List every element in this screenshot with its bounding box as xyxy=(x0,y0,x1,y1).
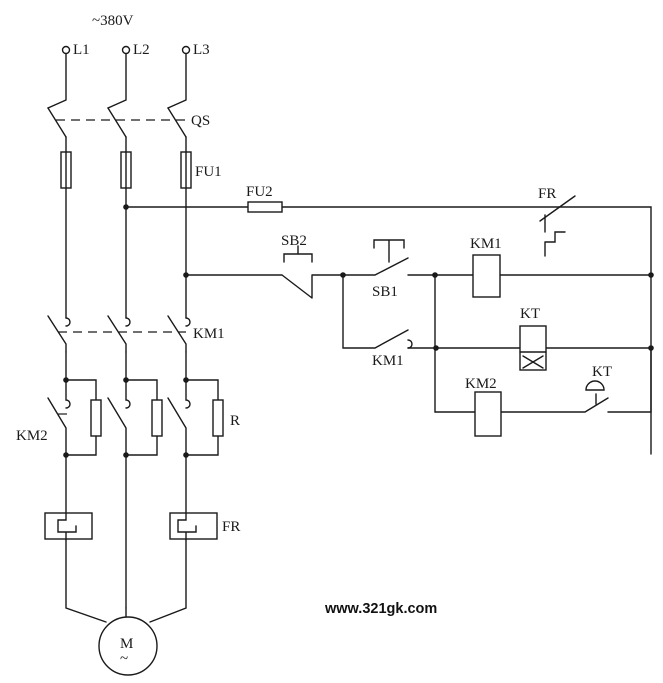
km1-main-contacts: KM1 xyxy=(47,315,225,353)
terminal-l2: L2 xyxy=(121,42,150,58)
fu1-fuses: FU1 xyxy=(60,151,222,189)
fu2-label: FU2 xyxy=(246,184,273,200)
terminal-l3: L3 xyxy=(181,42,210,58)
qs-isolating-switch: QS xyxy=(47,53,210,153)
qs-label: QS xyxy=(191,113,210,129)
km1-coil-label: KM1 xyxy=(470,236,502,252)
phase-label-l3: L3 xyxy=(193,42,210,58)
phase-label-l1: L1 xyxy=(73,42,90,58)
fr-thermal-heaters: FR xyxy=(44,454,240,609)
control-circuit: FU2 FR SB2 SB1 KM1 KM1 KT xyxy=(123,184,654,455)
resistor-label: R xyxy=(230,413,240,429)
motor-ac-symbol: ~ xyxy=(120,651,128,667)
phase-label-l2: L2 xyxy=(133,42,150,58)
sb2-label: SB2 xyxy=(281,233,307,249)
sb1-label: SB1 xyxy=(372,284,398,300)
km2-bypass-and-resistors: KM2 R xyxy=(16,351,240,458)
km2-main-label: KM2 xyxy=(16,428,48,444)
kt-contact-label: KT xyxy=(592,364,612,380)
fr-control-label: FR xyxy=(538,186,556,202)
supply-voltage-label: ~380V xyxy=(92,13,134,29)
km1-aux-label: KM1 xyxy=(372,353,404,369)
fr-heater-label: FR xyxy=(222,519,240,535)
fu1-label: FU1 xyxy=(195,164,222,180)
motor: M ~ xyxy=(65,539,187,676)
motor-label: M xyxy=(120,636,133,652)
kt-coil-label: KT xyxy=(520,306,540,322)
terminal-l1: L1 xyxy=(61,42,90,58)
km1-main-label: KM1 xyxy=(193,326,225,342)
watermark: www.321gk.com xyxy=(324,601,437,617)
km2-coil-label: KM2 xyxy=(465,376,497,392)
